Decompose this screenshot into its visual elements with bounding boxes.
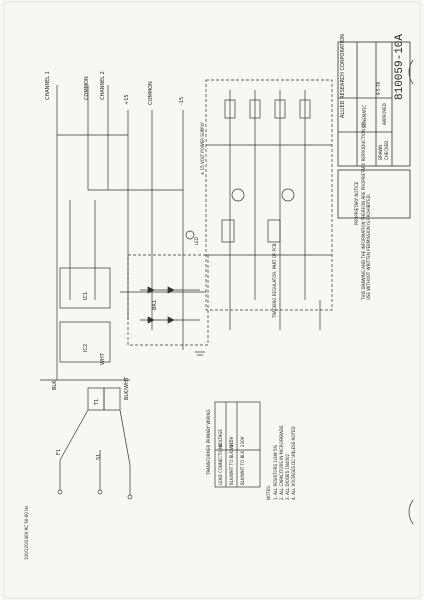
note-2: 2. ALL CAPACITORS IN MICROFARADS bbox=[279, 425, 284, 501]
output-channel-1: CHANNEL 1 bbox=[45, 71, 51, 100]
wire-blk-wht: BLK/WHT bbox=[124, 377, 130, 400]
date-label: 9-5-78 bbox=[376, 81, 381, 95]
wire-blk: BLK bbox=[52, 380, 58, 391]
output-plus15: +15 bbox=[124, 94, 130, 105]
led-label: LED bbox=[194, 237, 199, 245]
circuit-lines bbox=[40, 79, 333, 500]
proprietary-heading: PROPRIETARY NOTICE bbox=[354, 181, 359, 225]
page-edge bbox=[3, 1, 421, 599]
switch-label: S1 bbox=[96, 453, 102, 460]
proprietary-text: THIS DRAWING AND THE INFORMATION THEREON… bbox=[361, 121, 371, 300]
table-title: TRANSFORMER PRIMARY WIRING bbox=[206, 409, 211, 475]
regulator-label: TRACKING REGULATOR, PART OF PCB bbox=[272, 243, 277, 318]
input-label: 100/120/240V AC 50-60 Hz bbox=[24, 505, 29, 560]
output-common-2: COMMON bbox=[148, 81, 154, 105]
company-name: ALLIED RESEARCH CORPORATION bbox=[340, 34, 346, 118]
note-4: 4. ALL VOLTAGES DC UNLESS NOTED bbox=[291, 426, 296, 500]
binder-mark-2 bbox=[408, 499, 414, 525]
ic-label: IC1 bbox=[83, 291, 89, 300]
table-row-1-lead: BLK/WHT TO BLK/WHT bbox=[229, 440, 234, 485]
checked-label: CHECKED bbox=[384, 140, 389, 160]
fuse-label: F1 bbox=[56, 448, 62, 455]
bridge-label: BR1 bbox=[152, 299, 158, 310]
drawing-number: 810059-10A bbox=[394, 33, 406, 100]
table-header-lead: LEAD CONNECTIONS bbox=[218, 443, 223, 485]
output-minus15: -15 bbox=[179, 96, 185, 105]
power-supply-label: ± 15 VOLT POWER SUPPLY bbox=[200, 122, 205, 175]
approved-label: APPROVED bbox=[382, 103, 387, 125]
transformer-label: T1 bbox=[94, 398, 100, 405]
drawing-title: SCHEMATIC bbox=[362, 104, 367, 128]
note-3: 3. ALL DIODES 1N4002 bbox=[285, 453, 290, 500]
table-row-2-lead: BLK/WHT TO BLK bbox=[240, 450, 245, 485]
table-row-2-voltage: 230V bbox=[240, 436, 245, 447]
drawn-label: DRAWN bbox=[378, 144, 383, 160]
note-1: 1. ALL RESISTORS 1/4W 5% bbox=[273, 444, 278, 500]
ic2-label: IC2 bbox=[83, 343, 89, 352]
title-block bbox=[337, 41, 411, 219]
wire-wht: WHT bbox=[100, 353, 106, 365]
output-channel-2: CHANNEL 2 bbox=[100, 71, 106, 100]
binder-mark bbox=[408, 59, 414, 85]
notes-title: NOTES: bbox=[266, 485, 271, 500]
output-common: COMMON bbox=[84, 76, 90, 100]
